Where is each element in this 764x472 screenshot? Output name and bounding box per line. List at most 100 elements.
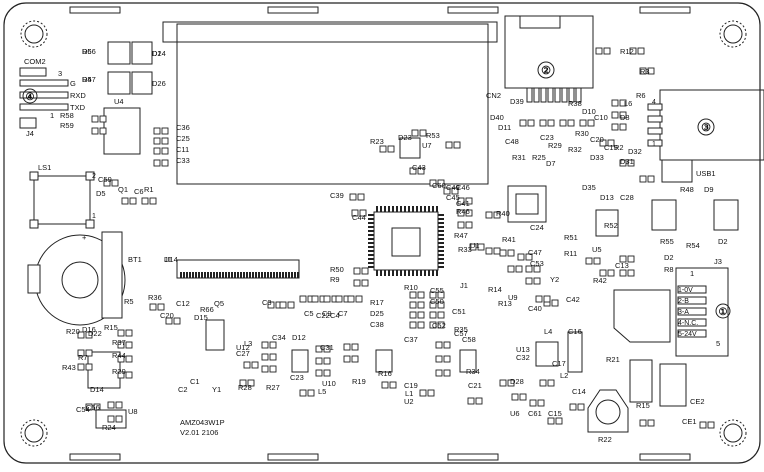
- component-label: C20: [590, 135, 604, 144]
- component-label: R7: [78, 353, 88, 362]
- component-label: D26: [152, 79, 166, 88]
- component-label: R29: [112, 367, 126, 376]
- component-label: R29: [548, 141, 562, 150]
- component-label: R41: [502, 235, 516, 244]
- connector-label-j4_mark: 1: [50, 111, 54, 120]
- component-label: R59: [60, 121, 74, 130]
- connector-label-usb1: USB1: [696, 169, 716, 178]
- connector-label-j3_pin5: 5: [716, 339, 720, 348]
- usb-pin-label: 4: [652, 99, 656, 106]
- component-label: D28: [510, 377, 524, 386]
- component-label: R15: [636, 401, 650, 410]
- component-label: C61: [528, 409, 542, 418]
- component-label: C9: [322, 309, 332, 318]
- component-label: C39: [330, 191, 344, 200]
- component-label: R14: [488, 285, 502, 294]
- component-label: R58: [60, 111, 74, 120]
- component-label: D32: [628, 147, 642, 156]
- component-label: R10: [404, 283, 418, 292]
- lcd-fpc-connector: [162, 21, 498, 43]
- component-label: U1: [470, 241, 480, 250]
- ls1-mark: 1: [92, 213, 96, 220]
- component-label: D33: [590, 153, 604, 162]
- callout-3: ③: [701, 122, 711, 134]
- component-label: D35: [582, 183, 596, 192]
- component-label: U8: [128, 407, 138, 416]
- component-label: U7: [422, 141, 432, 150]
- component-label: D7: [546, 159, 556, 168]
- component-label: U10: [322, 379, 336, 388]
- component-label: C28: [620, 193, 634, 202]
- component-label: D2: [664, 253, 674, 262]
- component-label: D8: [620, 113, 630, 122]
- component-label: C5: [304, 309, 314, 318]
- component-label: R8: [664, 265, 674, 274]
- component-label: U5: [592, 245, 602, 254]
- component-label: C25: [176, 134, 190, 143]
- component-label: U2: [404, 397, 414, 406]
- component-label: R16: [378, 369, 392, 378]
- component-label: L6: [624, 99, 632, 108]
- component-label: U4: [114, 97, 124, 106]
- component-label: R31: [512, 153, 526, 162]
- component-label: C59: [98, 175, 112, 184]
- component-label: R2: [614, 143, 624, 152]
- component-label: C42: [566, 295, 580, 304]
- component-label: C47: [528, 248, 542, 257]
- component-label: R30: [575, 129, 589, 138]
- component-label: R51: [564, 233, 578, 242]
- component-label: D9: [704, 185, 714, 194]
- component-label: CE2: [690, 397, 705, 406]
- component-label: C38: [370, 320, 384, 329]
- component-label: R24: [102, 423, 116, 432]
- component-label: C4: [330, 311, 340, 320]
- component-label: C19: [404, 381, 418, 390]
- component-label: C57: [454, 329, 468, 338]
- component-label: R42: [593, 276, 607, 285]
- j3-pin-label: 3-A: [678, 309, 689, 316]
- component-label: C1: [190, 377, 200, 386]
- connector-label-rxd: RXD: [70, 91, 86, 100]
- component-label: C23: [290, 373, 304, 382]
- component-label: R48: [680, 185, 694, 194]
- component-label: C50: [430, 297, 444, 306]
- component-label: C46: [456, 183, 470, 192]
- component-label: D11: [498, 123, 511, 132]
- component-label: C60: [432, 181, 446, 190]
- connector-label-j3_pin1: 1: [690, 269, 694, 278]
- mount-hole: [723, 423, 743, 443]
- component-label: C58: [462, 335, 476, 344]
- connector-label-g: G: [70, 79, 76, 88]
- connector-label-j1: J1: [164, 255, 172, 264]
- component-label: Y1: [212, 385, 221, 394]
- callout-1: ①: [719, 307, 728, 318]
- component-label: C43: [412, 163, 426, 172]
- component-label: R35: [454, 325, 468, 334]
- component-label: C54: [76, 405, 90, 414]
- component-label: D25: [370, 309, 384, 318]
- mount-hole: [24, 24, 44, 44]
- component-label: C37: [404, 335, 418, 344]
- component-label: C13: [615, 261, 629, 270]
- component-label: C41: [456, 199, 470, 208]
- connector-label-txd: TXD: [70, 103, 86, 112]
- component-label: R52: [604, 221, 618, 230]
- component-label: D31: [620, 157, 634, 166]
- component-label: D40: [490, 113, 504, 122]
- component-label: C3: [262, 298, 272, 307]
- component-label: D5: [96, 189, 106, 198]
- component-label: C6: [134, 187, 144, 196]
- mount-hole: [723, 24, 743, 44]
- component-label: R23: [370, 137, 384, 146]
- component-label: C27: [236, 349, 250, 358]
- component-label: R40: [496, 209, 510, 218]
- component-label: U13: [516, 345, 530, 354]
- component-label: R20: [66, 327, 80, 336]
- component-label: R21: [606, 355, 620, 364]
- component-label: C14: [572, 387, 586, 396]
- component-label: C12: [176, 299, 190, 308]
- component-label: J1: [460, 281, 468, 290]
- mount-hole: [24, 423, 44, 443]
